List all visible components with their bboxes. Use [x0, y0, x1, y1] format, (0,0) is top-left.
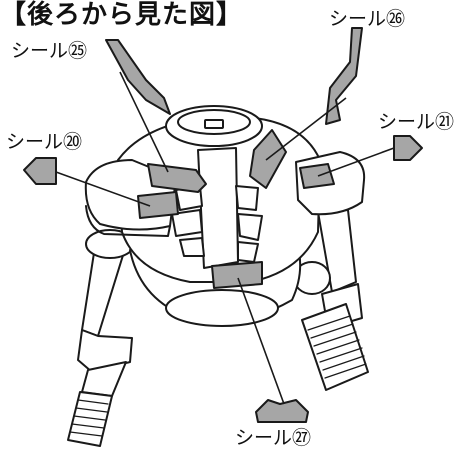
leader-sticker-21 — [317, 147, 395, 177]
label-sticker-20: シール⑳ — [6, 131, 83, 153]
label-sticker-25: シール㉕ — [11, 40, 88, 62]
sticker-26-shape — [325, 27, 363, 125]
sticker-20-shape — [23, 157, 57, 185]
sticker-27-shape — [255, 399, 309, 423]
sticker-20-area — [137, 191, 179, 219]
left-shoulder-rim — [85, 205, 171, 237]
leader-sticker-27 — [237, 277, 285, 405]
leader-sticker-25 — [119, 71, 169, 173]
diagram-title: 【後ろから見た図】 — [0, 0, 244, 30]
sticker-25-shape — [105, 39, 171, 115]
label-sticker-26: シール㉖ — [329, 8, 406, 30]
leader-sticker-26 — [265, 97, 347, 161]
label-sticker-27: シール㉗ — [235, 427, 312, 449]
leader-sticker-20 — [55, 171, 151, 207]
sticker-25-area — [147, 163, 207, 193]
neck-badge — [204, 119, 224, 129]
label-sticker-21: シール㉑ — [378, 111, 455, 133]
sticker-27-area — [211, 261, 263, 289]
sticker-21-area — [299, 163, 335, 189]
left-forearm — [77, 329, 133, 373]
left-glove — [67, 391, 113, 447]
backpack-bottom — [165, 289, 279, 327]
sticker-21-shape — [393, 135, 423, 161]
